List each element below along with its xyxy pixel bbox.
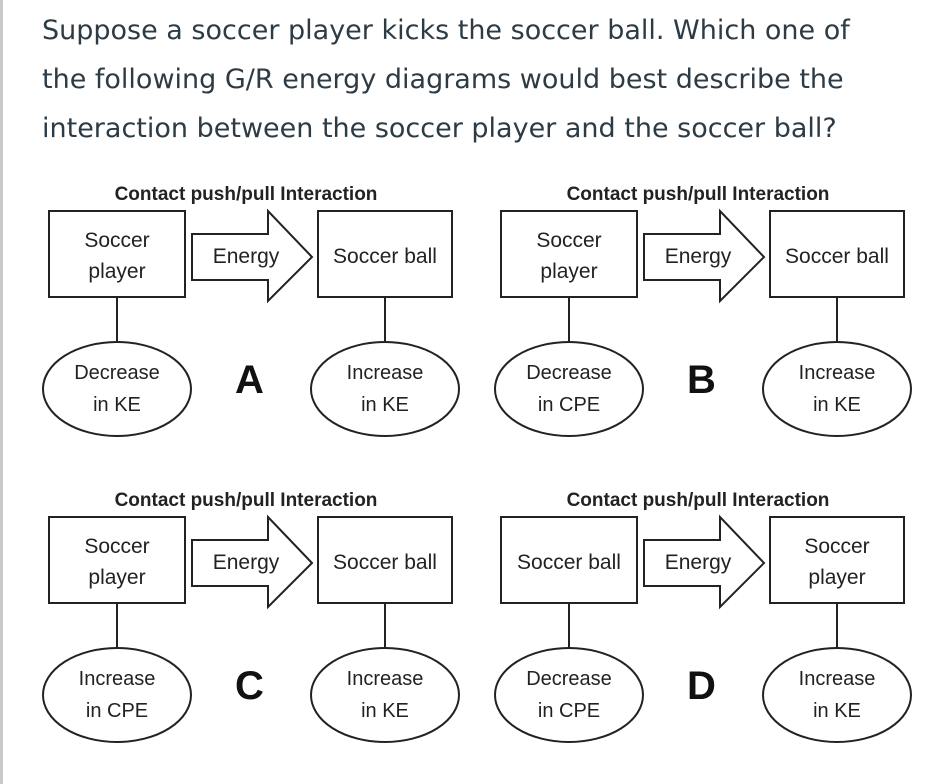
left-ellipse-label-line-1: Decrease: [526, 362, 612, 384]
diagram-drawing: [42, 208, 460, 437]
energy-arrow: [643, 208, 766, 304]
left-ellipse-label-line-2: in CPE: [85, 700, 149, 722]
right-box-label-line-1: Soccer ball: [785, 244, 889, 268]
energy-arrow: [643, 514, 766, 610]
option-letter: A: [235, 358, 264, 402]
left-box: [48, 210, 186, 298]
left-ellipse-label-line-2: in KE: [93, 394, 141, 416]
left-ellipse-label-line-2: in CPE: [537, 394, 601, 416]
right-box-label-line-2: player: [808, 566, 866, 589]
question-line-3: interaction between the soccer player an…: [42, 113, 837, 144]
diagram-drawing: [42, 514, 460, 743]
left-box-label-line-1: Soccer: [84, 535, 150, 558]
right-ellipse-label-line-2: in KE: [361, 700, 409, 722]
question-line-1: Suppose a soccer player kicks the soccer…: [42, 15, 850, 46]
panel-title: Contact push/pull Interaction: [566, 490, 830, 511]
right-ellipse: [762, 341, 912, 437]
right-ellipse-label-line-2: in KE: [813, 700, 861, 722]
energy-arrow: [191, 208, 314, 304]
energy-arrow-label: Energy: [664, 551, 732, 574]
left-ellipse-label-line-2: in CPE: [537, 700, 601, 722]
right-box-label-line-1: Soccer ball: [333, 550, 437, 574]
left-box: [48, 516, 186, 604]
left-ellipse-label-line-1: Decrease: [74, 362, 160, 384]
left-ellipse: [42, 647, 192, 743]
left-box: [500, 210, 638, 298]
left-box-label-line-2: player: [540, 260, 598, 283]
panel-title: Contact push/pull Interaction: [114, 184, 378, 205]
question-line-2: the following G/R energy diagrams would …: [42, 64, 844, 95]
left-box-label-line-1: Soccer: [84, 229, 150, 252]
right-ellipse-label-line-1: Increase: [798, 668, 876, 690]
page-left-border: [0, 0, 3, 784]
left-box: [500, 516, 638, 604]
diagram-drawing: [494, 208, 912, 437]
right-box-label-line-1: Soccer ball: [333, 244, 437, 268]
right-box: [769, 210, 905, 298]
right-ellipse-label-line-2: in KE: [813, 394, 861, 416]
left-box-label-line-2: player: [88, 566, 146, 589]
left-ellipse-label-line-1: Decrease: [526, 668, 612, 690]
energy-arrow-label: Energy: [212, 551, 280, 574]
right-ellipse-label-line-2: in KE: [361, 394, 409, 416]
right-ellipse-label-line-1: Increase: [346, 362, 424, 384]
option-letter: D: [687, 664, 716, 708]
option-letter: B: [687, 358, 716, 402]
energy-arrow: [191, 514, 314, 610]
option-letter: C: [235, 664, 264, 708]
left-ellipse: [494, 647, 644, 743]
left-box-label-line-1: Soccer: [536, 229, 602, 252]
left-ellipse-label-line-1: Increase: [78, 668, 156, 690]
right-ellipse-label-line-1: Increase: [798, 362, 876, 384]
energy-arrow-label: Energy: [664, 245, 732, 268]
left-box-label-line-2: player: [88, 260, 146, 283]
right-ellipse: [310, 647, 460, 743]
energy-arrow-label: Energy: [212, 245, 280, 268]
panel-title: Contact push/pull Interaction: [566, 184, 830, 205]
right-ellipse: [762, 647, 912, 743]
left-box-label-line-1: Soccer ball: [517, 550, 621, 574]
right-ellipse-label-line-1: Increase: [346, 668, 424, 690]
diagram-drawing: [494, 514, 912, 743]
left-ellipse: [494, 341, 644, 437]
left-ellipse: [42, 341, 192, 437]
panel-title: Contact push/pull Interaction: [114, 490, 378, 511]
right-box-label-line-1: Soccer: [804, 535, 870, 558]
right-ellipse: [310, 341, 460, 437]
right-box: [769, 516, 905, 604]
question-text: Suppose a soccer player kicks the soccer…: [42, 6, 922, 153]
